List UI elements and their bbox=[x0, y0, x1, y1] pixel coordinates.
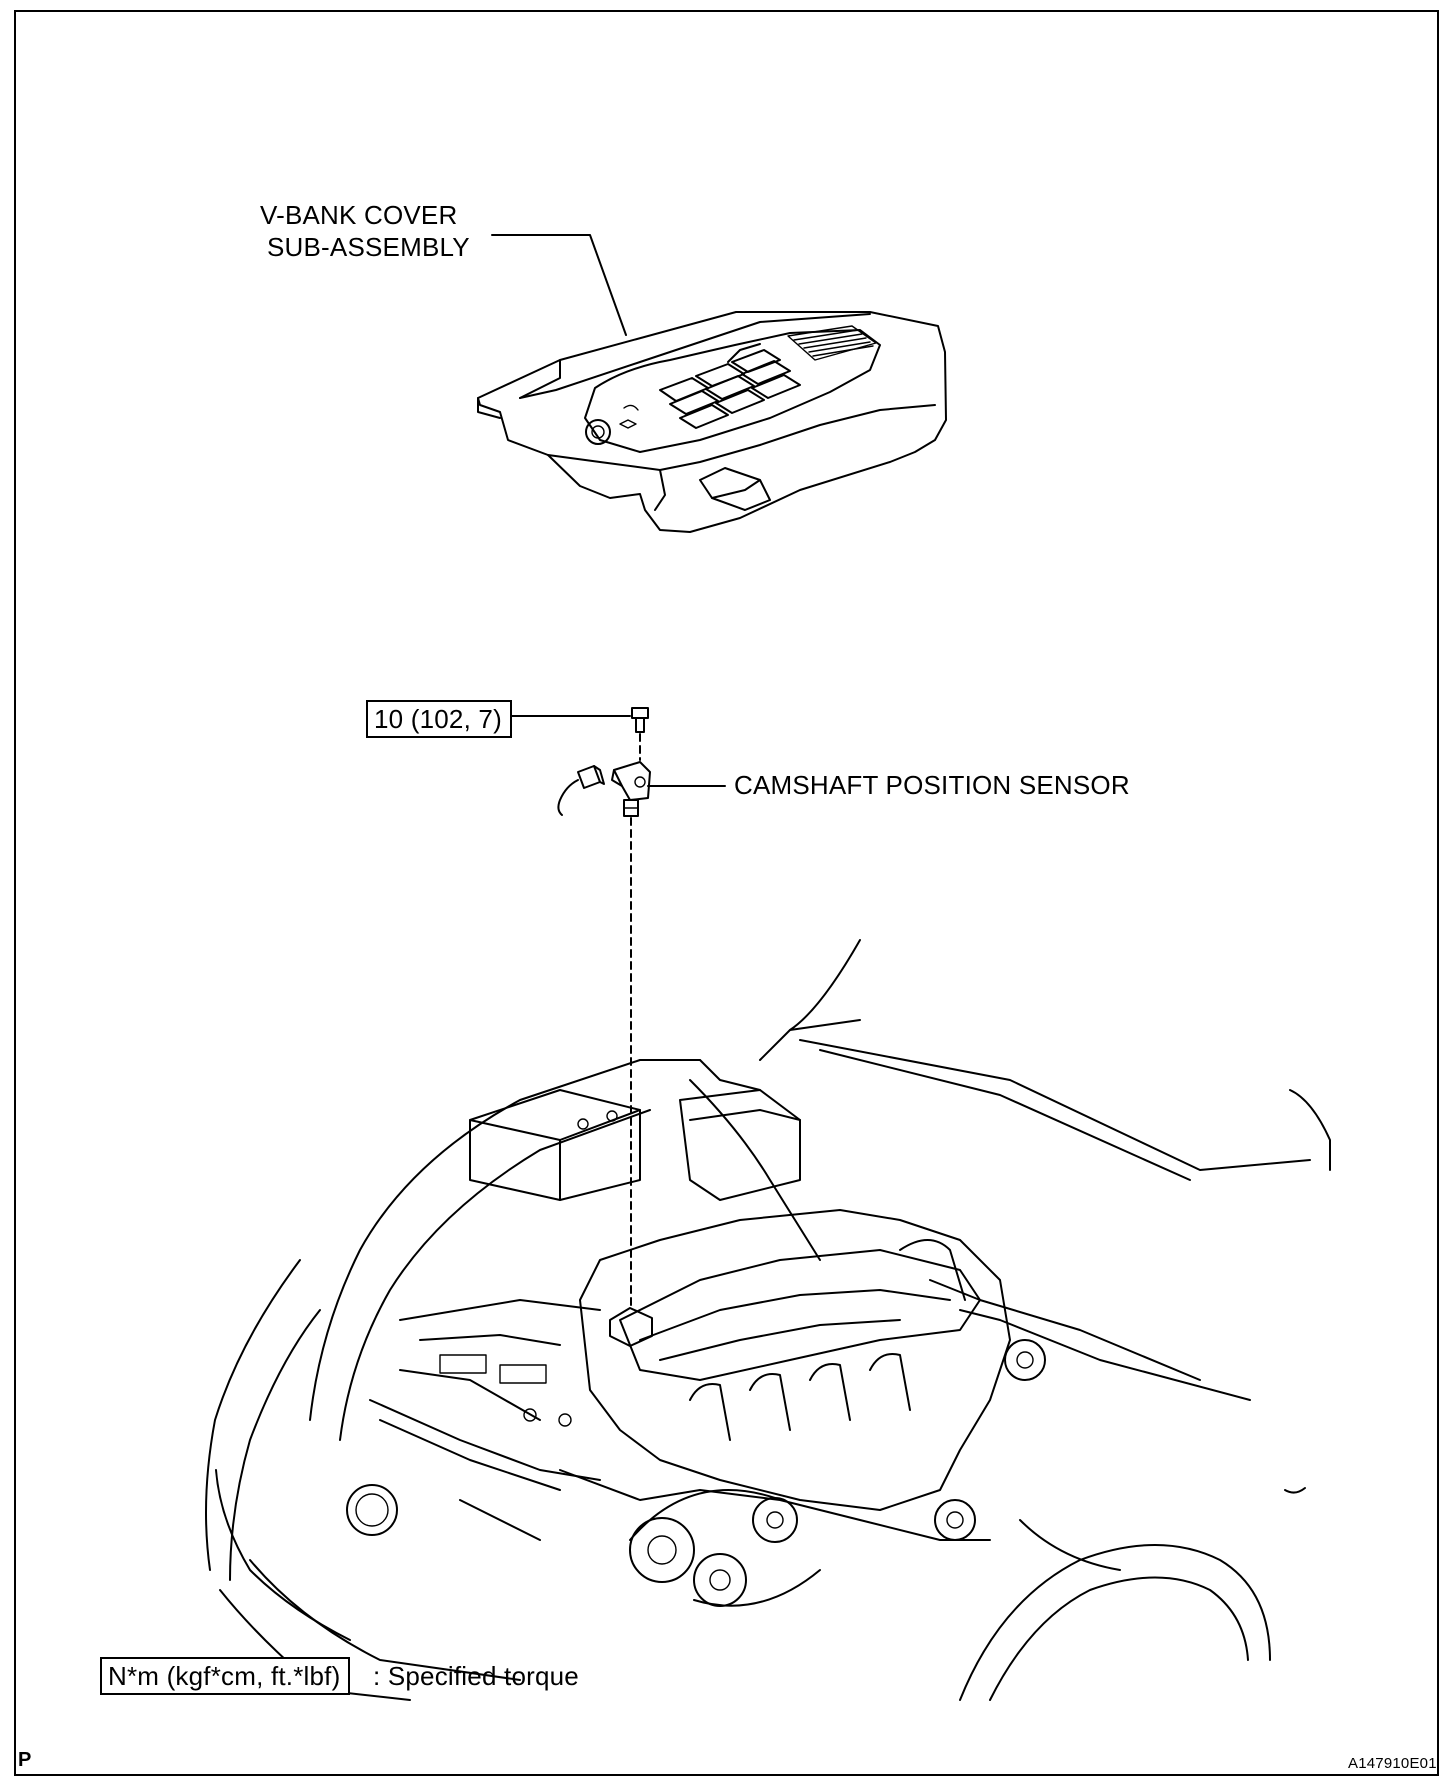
cover-ribs bbox=[659, 343, 801, 429]
torque-legend-description: : Specified torque bbox=[373, 1661, 579, 1691]
diagram-frame bbox=[14, 10, 1439, 1776]
cover-vent-grille bbox=[787, 325, 877, 361]
camshaft-position-sensor-label: CAMSHAFT POSITION SENSOR bbox=[734, 770, 1130, 800]
torque-unit-legend-box: N*m (kgf*cm, ft.*lbf) bbox=[100, 1657, 351, 1695]
v-bank-cover-label-line2: SUB-ASSEMBLY bbox=[267, 232, 470, 262]
installation-axis bbox=[630, 733, 641, 1311]
illustration-id: A147910E01 bbox=[1348, 1755, 1437, 1772]
v-bank-cover-label-line1: V-BANK COVER bbox=[260, 200, 458, 230]
harness-connector bbox=[557, 765, 605, 816]
page-corner-marker: P bbox=[18, 1749, 32, 1771]
cover-logo-emblem bbox=[585, 404, 639, 445]
camshaft-position-sensor bbox=[611, 761, 651, 817]
vehicle-engine-bay bbox=[205, 939, 1331, 1701]
v-bank-cover bbox=[477, 311, 947, 533]
leader-lines bbox=[491, 234, 726, 787]
bolt-torque-spec: 10 (102, 7) bbox=[366, 700, 512, 738]
bolt bbox=[631, 707, 649, 733]
